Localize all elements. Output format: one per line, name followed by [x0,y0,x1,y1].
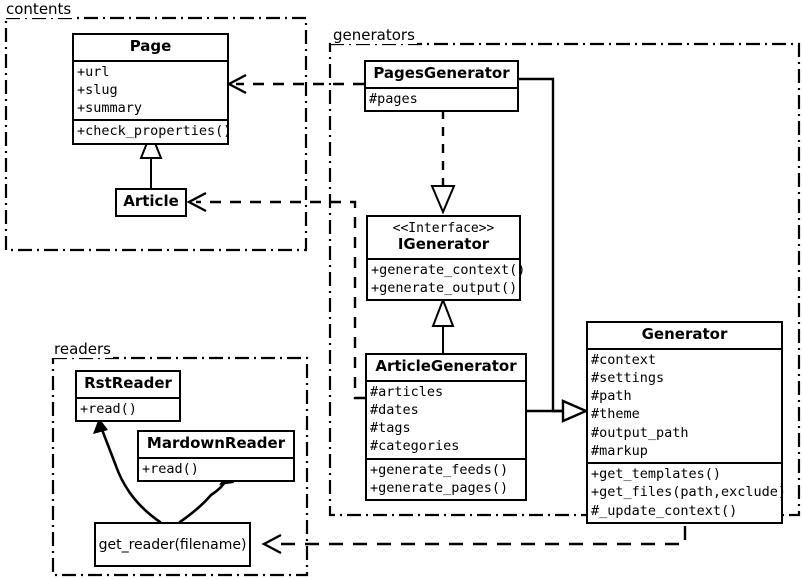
attribute-row: +summary [77,100,143,117]
operation-row: +generate_feeds() [370,461,509,478]
operation-row: +read() [80,400,137,417]
relation-pagesgenerator-uses-page [226,73,364,95]
class-box-page[interactable]: Page +url +slug +summary +check_properti… [72,33,232,145]
operation-row: +generate_pages() [370,479,509,496]
class-box-article[interactable]: Article [115,188,187,217]
attribute-row: +slug [77,81,118,98]
class-name-mardownreader: MardownReader [146,434,286,452]
relation-articlegenerator-realizes-igenerator [431,297,455,353]
operation-row: +get_files(path,exclude) [591,484,787,501]
operations-compartment-rstreader: +read() [77,399,179,420]
class-name-page: Page [129,37,172,55]
attribute-row: #settings [591,369,665,386]
operation-row: +check_properties() [77,123,232,140]
attribute-row: #articles [370,383,444,400]
relation-pagesgenerator-realizes-igenerator [430,110,456,215]
operation-row: +get_templates() [591,466,722,483]
relation-articlegenerator-aggregates-generator [527,399,590,423]
function-box-get-reader[interactable]: get_reader(filename) [94,522,251,567]
class-box-pagesgenerator[interactable]: PagesGenerator #pages [364,60,519,112]
operations-compartment-mardownreader: +read() [139,459,293,480]
operation-row: +generate_context() [371,262,526,278]
attribute-row: #context [591,351,657,368]
operation-row: #_update_context() [591,502,738,519]
class-name-pagesgenerator: PagesGenerator [373,64,510,82]
attributes-compartment-generator: #context #settings #path #theme #output_… [588,350,781,462]
operation-row: +generate_output() [371,280,518,297]
operations-compartment-page: +check_properties() [74,121,232,142]
function-label: get_reader(filename) [98,536,247,553]
class-name-text: IGenerator [397,235,490,254]
class-box-igenerator[interactable]: <<Interface>> IGenerator +generate_conte… [366,215,526,302]
attribute-row: #output_path [591,424,689,441]
attributes-compartment-pagesgenerator: #pages [366,89,517,110]
relation-articlegenerator-uses-article [186,191,365,400]
class-box-rstreader[interactable]: RstReader +read() [75,370,181,422]
attribute-row: #tags [370,420,411,437]
class-box-mardownreader[interactable]: MardownReader +read() [137,430,295,482]
package-label-readers: readers [52,340,113,358]
operations-compartment-generator: +get_templates() +get_files(path,exclude… [588,464,787,522]
attribute-row: #theme [591,406,640,423]
package-label-contents: contents [4,0,74,18]
class-name-rstreader: RstReader [84,374,172,392]
operations-compartment-igenerator: +generate_context() +generate_output() [368,260,526,299]
operation-row: +read() [142,460,199,477]
attribute-row: +url [77,63,110,80]
attribute-row: #path [591,388,632,405]
operations-compartment-articlegenerator: +generate_feeds() +generate_pages() [367,460,525,499]
attribute-row: #pages [369,90,418,107]
package-label-generators: generators [331,26,417,44]
attributes-compartment-articlegenerator: #articles #dates #tags #categories [367,382,525,458]
class-box-generator[interactable]: Generator #context #settings #path #them… [586,321,787,524]
attribute-row: #markup [591,442,648,459]
attribute-row: #categories [370,438,460,455]
attributes-compartment-page: +url +slug +summary [74,62,227,120]
attribute-row: #dates [370,401,419,418]
class-name-article: Article [123,192,179,210]
class-box-articlegenerator[interactable]: ArticleGenerator #articles #dates #tags … [365,353,527,502]
class-name-generator: Generator [641,325,728,343]
class-name-articlegenerator: ArticleGenerator [375,357,517,375]
class-name-igenerator: <<Interface>> IGenerator [368,217,519,258]
